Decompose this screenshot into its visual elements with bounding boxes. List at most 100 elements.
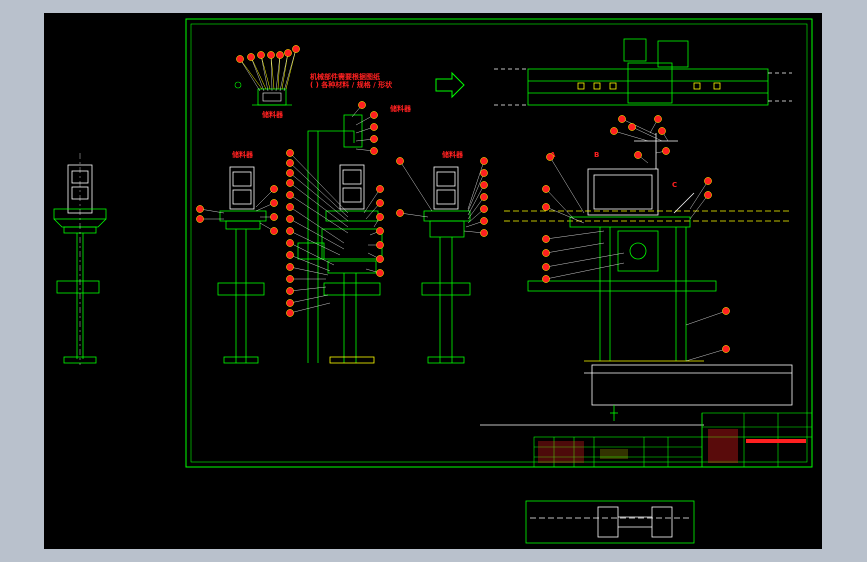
callout-balloon-icon xyxy=(286,179,294,187)
callout-balloon-icon xyxy=(247,53,255,61)
mark-c: C xyxy=(672,181,677,189)
leader-line xyxy=(279,52,289,92)
leader-line xyxy=(255,188,275,208)
callout-balloon-icon xyxy=(662,147,670,155)
leader-line xyxy=(545,230,605,240)
callout-balloon-icon xyxy=(722,345,730,353)
leader-line xyxy=(283,48,297,92)
callout-balloon-icon xyxy=(396,209,404,217)
leader-line xyxy=(289,294,329,304)
callout-balloon-icon xyxy=(270,227,278,235)
callout-balloon-icon xyxy=(196,215,204,223)
callout-balloon-icon xyxy=(286,169,294,177)
title-block xyxy=(533,412,813,468)
leader-line xyxy=(289,230,341,256)
sheet-border xyxy=(185,18,813,468)
callout-balloon-icon xyxy=(370,123,378,131)
callout-balloon-icon xyxy=(358,101,366,109)
callout-balloon-icon xyxy=(542,203,550,211)
leader-line xyxy=(545,262,625,280)
bottom-detail-view xyxy=(525,500,695,544)
callout-balloon-icon xyxy=(286,287,294,295)
view-label-upper-mid: 储料器 xyxy=(389,104,412,113)
leader-line xyxy=(289,286,327,292)
leader-line xyxy=(689,194,709,220)
callout-balloon-icon xyxy=(286,251,294,259)
callout-balloon-icon xyxy=(376,185,384,193)
callout-balloon-icon xyxy=(376,213,384,221)
callout-balloon-icon xyxy=(270,213,278,221)
note-line-2: ( ) 各种材料 / 规格 / 形状 xyxy=(310,80,393,89)
leader-line xyxy=(621,118,657,136)
leader-line xyxy=(239,58,261,92)
mark-b: B xyxy=(594,151,599,159)
callout-balloon-icon xyxy=(542,235,550,243)
callout-balloon-icon xyxy=(286,239,294,247)
view-label-right: 储料器 xyxy=(441,150,464,159)
right-arrow-icon xyxy=(435,71,465,99)
callout-balloon-icon xyxy=(480,217,488,225)
left-standalone-view xyxy=(53,153,107,365)
callout-balloon-icon xyxy=(257,51,265,59)
leader-line xyxy=(289,266,329,276)
callout-balloon-icon xyxy=(480,169,488,177)
callout-balloon-icon xyxy=(286,299,294,307)
leader-line xyxy=(289,194,349,234)
cad-drawing: 储料器 机械部件需要根据图纸 ( ) 各种材料 / 规格 / 形状 储料器 储料… xyxy=(53,18,813,544)
leader-line xyxy=(689,180,709,210)
leader-line xyxy=(467,160,485,210)
callout-balloon-icon xyxy=(610,127,618,135)
leader-line xyxy=(289,254,331,272)
callout-balloon-icon xyxy=(370,135,378,143)
view-label-left: 储料器 xyxy=(231,150,254,159)
callout-balloon-icon xyxy=(376,269,384,277)
leader-line xyxy=(613,130,649,142)
callout-balloon-icon xyxy=(286,159,294,167)
callout-balloon-icon xyxy=(376,199,384,207)
leader-line xyxy=(199,208,225,214)
callout-balloon-icon xyxy=(286,275,294,283)
leader-line xyxy=(467,196,485,220)
callout-balloon-icon xyxy=(628,123,636,131)
callout-balloon-icon xyxy=(376,241,384,249)
leader-line xyxy=(289,172,349,222)
conveyor-plan-view xyxy=(494,38,792,106)
note-line-1: 机械部件需要根据图纸 xyxy=(310,72,380,81)
callout-balloon-icon xyxy=(292,45,300,53)
leader-line xyxy=(467,184,485,216)
callout-balloon-icon xyxy=(376,227,384,235)
callout-balloon-icon xyxy=(286,149,294,157)
callout-balloon-icon xyxy=(270,199,278,207)
callout-balloon-icon xyxy=(480,193,488,201)
callout-balloon-icon xyxy=(196,205,204,213)
sheet-inner-border xyxy=(190,23,808,463)
front-elevation: A B C xyxy=(480,133,793,426)
leader-line xyxy=(289,242,335,266)
leader-line xyxy=(399,160,433,212)
callout-balloon-icon xyxy=(704,177,712,185)
callout-balloon-icon xyxy=(704,191,712,199)
callout-balloon-icon xyxy=(542,263,550,271)
callout-balloon-icon xyxy=(634,151,642,159)
leader-line xyxy=(545,242,605,254)
cad-viewport[interactable]: 储料器 机械部件需要根据图纸 ( ) 各种材料 / 规格 / 形状 储料器 储料… xyxy=(44,13,822,549)
callout-balloon-icon xyxy=(396,157,404,165)
callout-balloon-icon xyxy=(267,51,275,59)
callout-balloon-icon xyxy=(270,185,278,193)
callout-balloon-icon xyxy=(370,147,378,155)
callout-balloon-icon xyxy=(480,181,488,189)
leader-line xyxy=(549,156,585,214)
view-label-top-left: 储料器 xyxy=(261,110,284,119)
callout-balloon-icon xyxy=(542,275,550,283)
leader-line xyxy=(363,188,381,214)
callout-balloon-icon xyxy=(480,205,488,213)
left-side-view: 储料器 xyxy=(217,150,267,364)
callout-balloon-icon xyxy=(286,191,294,199)
callout-balloons xyxy=(196,45,730,362)
leader-line xyxy=(289,162,349,218)
callout-balloon-icon xyxy=(376,255,384,263)
callout-balloon-icon xyxy=(286,203,294,211)
callout-balloon-icon xyxy=(480,229,488,237)
leader-line xyxy=(260,54,269,92)
callout-balloon-icon xyxy=(276,51,284,59)
